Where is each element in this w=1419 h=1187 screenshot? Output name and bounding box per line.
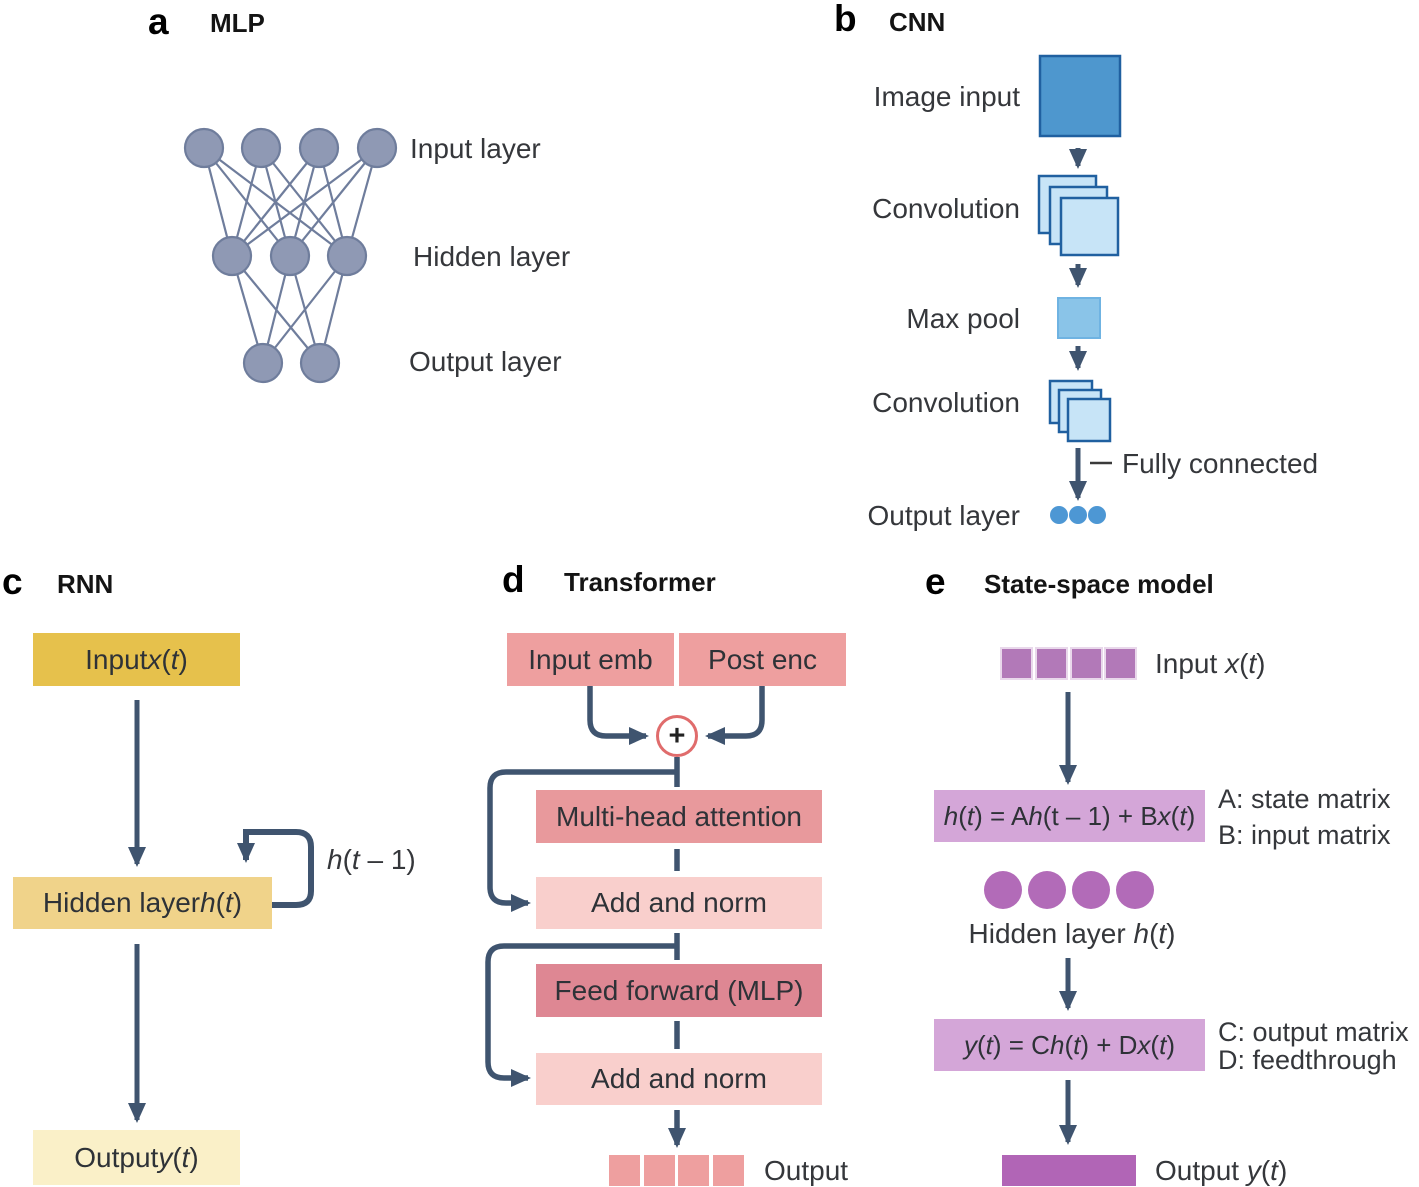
panel-e-letter: e <box>925 561 946 602</box>
cnn-conv-stack-1 <box>1037 174 1120 257</box>
ssm-hidden-layer-label: Hidden layer h(t) <box>968 918 1176 949</box>
rnn-output-box: Output y(t) <box>33 1130 240 1185</box>
transformer-input-emb-box: Input emb <box>507 633 674 686</box>
rnn-hidden-box: Hidden layer h(t) <box>13 877 272 929</box>
transformer-multi-head-box: Multi-head attention <box>536 790 822 843</box>
mlp-hidden-layer-label: Hidden layer <box>413 241 571 272</box>
rnn-input-box: Input x(t) <box>33 633 240 686</box>
mlp-output-layer-label: Output layer <box>409 346 562 377</box>
rnn-arrows <box>128 700 314 1123</box>
cnn-maxpool-label: Max pool <box>906 303 1020 334</box>
transformer-feed-forward-box: Feed forward (MLP) <box>536 964 822 1017</box>
ssm-state-matrix-note: A: state matrix <box>1218 784 1391 814</box>
cnn-flow <box>1037 54 1122 524</box>
rnn-recurrence-label: h(t – 1) <box>327 844 416 875</box>
cnn-conv-stack-2 <box>1048 379 1112 443</box>
transformer-add-norm-box-2: Add and norm <box>536 1053 822 1105</box>
cnn-image-input-label: Image input <box>873 81 1020 112</box>
cnn-fully-connected-label: Fully connected <box>1122 448 1319 479</box>
cnn-output-dots <box>1050 506 1106 524</box>
ssm-input-squares <box>1000 647 1137 680</box>
panel-b-letter: b <box>834 0 857 39</box>
mlp-nodes <box>183 127 398 384</box>
transformer-add-norm-box-1: Add and norm <box>536 877 822 929</box>
transformer-post-enc-box: Post enc <box>679 633 846 686</box>
ssm-output-label: Output y(t) <box>1155 1155 1288 1186</box>
ssm-input-label: Input x(t) <box>1155 648 1266 679</box>
panel-c-title: RNN <box>57 569 114 599</box>
panel-a-title: MLP <box>210 8 265 38</box>
panel-c-letter: c <box>2 561 23 602</box>
transformer-output-label: Output <box>764 1155 849 1186</box>
cnn-convolution2-label: Convolution <box>872 387 1020 418</box>
ssm-input-matrix-note: B: input matrix <box>1218 820 1391 850</box>
ssm-output-bar <box>1002 1155 1136 1186</box>
panel-a-letter: a <box>148 1 169 42</box>
ssm-graphics <box>984 647 1154 1186</box>
panel-b-title: CNN <box>889 7 946 37</box>
mlp-network <box>183 127 398 384</box>
rnn-recurrence-loop <box>237 829 314 908</box>
mlp-input-layer-label: Input layer <box>410 133 541 164</box>
cnn-convolution1-label: Convolution <box>872 193 1020 224</box>
transformer-output-squares <box>609 1155 744 1186</box>
panel-d-letter: d <box>502 559 525 600</box>
cnn-maxpool-square <box>1057 297 1101 339</box>
ssm-output-matrix-note: C: output matrix <box>1218 1017 1409 1047</box>
cnn-image-input-square <box>1038 54 1122 138</box>
panel-e-title: State-space model <box>984 569 1214 599</box>
ssm-hidden-circles <box>984 871 1154 909</box>
panel-d-title: Transformer <box>564 567 716 597</box>
transformer-connectors <box>485 686 765 1148</box>
ssm-feedthrough-note: D: feedthrough <box>1218 1045 1397 1075</box>
cnn-output-layer-label: Output layer <box>867 500 1020 531</box>
transformer-skip-1 <box>487 769 677 912</box>
transformer-skip-2 <box>485 943 677 1087</box>
plus-icon: + <box>656 715 698 757</box>
